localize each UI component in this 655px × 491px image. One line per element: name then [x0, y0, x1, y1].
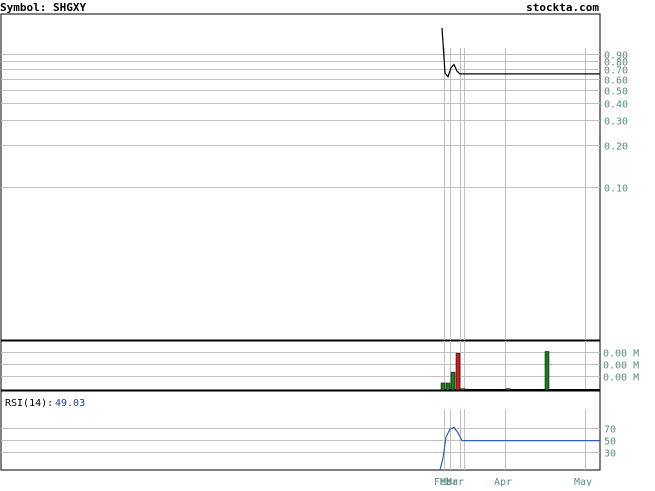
volume-tick-label: 0.00 M — [603, 349, 639, 360]
volume-bar — [455, 353, 461, 391]
rsi-frame — [0, 390, 601, 471]
price-tick-label: 0.80 — [604, 58, 628, 69]
price-tick-label: 0.30 — [604, 117, 628, 128]
rsi-tick-label: 30 — [604, 449, 616, 460]
volume-bar — [544, 351, 550, 391]
price-tick-label: 0.40 — [604, 100, 628, 111]
price-line — [441, 27, 600, 79]
volume-bar — [505, 388, 511, 391]
x-tick-label: May — [574, 477, 592, 486]
price-tick-label: 0.60 — [604, 76, 628, 87]
rsi-tick-label: 50 — [604, 437, 616, 448]
price-tick-label: 0.70 — [604, 66, 628, 77]
site-name: stockta.com — [526, 1, 599, 14]
x-tick-label: Feb — [434, 477, 452, 486]
volume-frame — [0, 340, 601, 391]
volume-bar — [460, 388, 466, 391]
volume-tick-label: 0.00 M — [603, 373, 639, 384]
x-tick-label: Mar — [446, 477, 464, 486]
price-tick-label: 0.90 — [604, 51, 628, 62]
price-panel: 0.900.800.700.600.50 0.40 0.30 0.20 0.10 — [0, 13, 628, 341]
volume-bar — [440, 382, 446, 391]
rsi-tick-label: 70 — [604, 425, 616, 436]
x-tick-label: Mar — [440, 477, 458, 486]
price-tick-label: 0.20 — [604, 142, 628, 153]
price-tick-label: 0.10 — [604, 184, 628, 195]
volume-tick-label: 0.00 M — [603, 361, 639, 372]
rsi-current-value: 49.03 — [55, 398, 85, 409]
rsi-line — [439, 426, 600, 471]
x-tick-label: Apr — [494, 477, 512, 486]
price-frame — [0, 13, 601, 341]
price-tick-label: 0.50 — [604, 87, 628, 98]
volume-bar — [450, 371, 456, 391]
rsi-label: RSI(14): — [5, 398, 53, 409]
symbol-label: Symbol: SHGXY — [0, 1, 86, 14]
volume-bar — [445, 382, 451, 391]
volume-panel: 0.00 M0.00 M0.00 M — [0, 340, 639, 391]
